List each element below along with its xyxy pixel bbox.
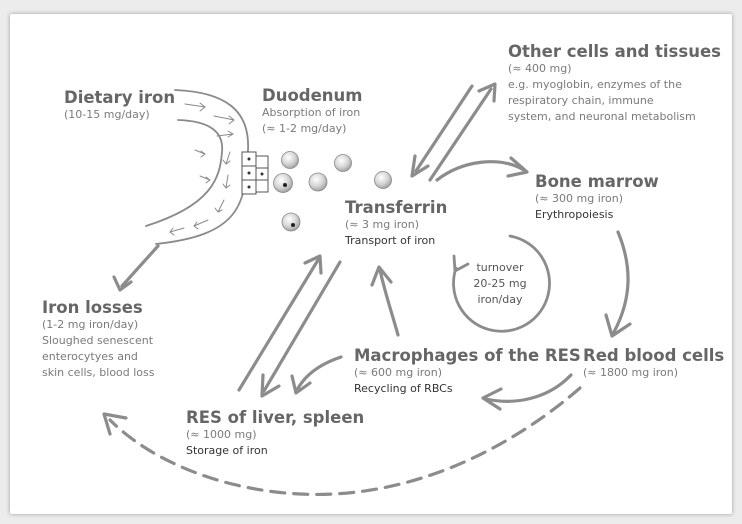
turnover-label: turnover 20-25 mg iron/day (470, 260, 530, 308)
other-cells-title: Other cells and tissues (508, 42, 721, 61)
arrow-transferrin-to-bone-marrow (437, 162, 524, 180)
transferrin-ball (282, 152, 299, 169)
flow-arrow (223, 152, 230, 164)
rbc-amount: (≈ 1800 mg iron) (583, 365, 724, 381)
iron-dot (283, 183, 287, 187)
bone-marrow-title: Bone marrow (535, 172, 659, 191)
iron-losses-desc-3: skin cells, blood loss (42, 365, 155, 381)
transferrin-ball (375, 172, 392, 189)
transferrin-ball (309, 173, 327, 191)
node-red-blood-cells: Red blood cells (≈ 1800 mg iron) (583, 346, 724, 381)
enterocyte-cells (242, 152, 268, 194)
other-cells-desc-2: respiratory chain, immune (508, 93, 721, 109)
node-other-cells: Other cells and tissues (≈ 400 mg) e.g. … (508, 42, 721, 125)
transferrin-title: Transferrin (345, 198, 447, 217)
enterocyte (256, 156, 268, 168)
duodenum-title: Duodenum (262, 86, 362, 105)
flow-arrow (194, 220, 208, 229)
arrow-macrophages-to-res-liver (297, 357, 341, 390)
node-duodenum: Duodenum Absorption of iron (≈ 1-2 mg/da… (262, 86, 362, 137)
arrow-intestine-to-losses (122, 246, 158, 286)
other-cells-desc-1: e.g. myoglobin, enzymes of the (508, 77, 721, 93)
bone-marrow-amount: (≈ 300 mg iron) (535, 191, 659, 207)
node-macrophages: Macrophages of the RES (≈ 600 mg iron) R… (354, 346, 581, 397)
dietary-iron-amount: (10-15 mg/day) (64, 107, 175, 123)
other-cells-amount: (≈ 400 mg) (508, 61, 721, 77)
flow-arrows (104, 84, 630, 494)
res-liver-title: RES of liver, spleen (186, 408, 364, 427)
arrow-transferrin-to-res (264, 262, 340, 391)
arrow-bone-marrow-to-rbc (614, 232, 628, 332)
turnover-line-1: turnover (470, 260, 530, 276)
other-cells-desc-3: system, and neuronal metabolism (508, 109, 721, 125)
transferrin-ball (282, 213, 300, 231)
arrow-res-to-transferrin (239, 260, 318, 390)
nucleus (248, 186, 251, 189)
transferrin-ball (335, 155, 352, 172)
duodenum-function: Absorption of iron (262, 105, 362, 121)
transferrin-ball (274, 174, 293, 193)
enterocyte (256, 180, 268, 192)
flow-arrow (217, 131, 233, 137)
rbc-title: Red blood cells (583, 346, 724, 365)
dietary-iron-title: Dietary iron (64, 88, 175, 107)
node-res-liver-spleen: RES of liver, spleen (≈ 1000 mg) Storage… (186, 408, 364, 459)
macrophages-function: Recycling of RBCs (354, 381, 581, 397)
macrophages-amount: (≈ 600 mg iron) (354, 365, 581, 381)
node-bone-marrow: Bone marrow (≈ 300 mg iron) Erythropoies… (535, 172, 659, 223)
iron-dot (291, 223, 295, 227)
flow-arrow (215, 200, 224, 212)
flow-arrow (195, 150, 205, 157)
duodenum-amount: (≈ 1-2 mg/day) (262, 121, 362, 137)
transferrin-function: Transport of iron (345, 233, 447, 249)
intestine-inner-wall (146, 120, 222, 226)
flow-arrow (185, 103, 205, 111)
node-iron-losses: Iron losses (1-2 mg iron/day) Sloughed s… (42, 298, 155, 381)
res-liver-function: Storage of iron (186, 443, 364, 459)
iron-losses-desc-2: enterocytyes and (42, 349, 155, 365)
flow-arrow (223, 175, 230, 188)
nucleus (248, 158, 251, 161)
res-liver-amount: (≈ 1000 mg) (186, 427, 364, 443)
transferrin-amount: (≈ 3 mg iron) (345, 217, 447, 233)
node-dietary-iron: Dietary iron (10-15 mg/day) (64, 88, 175, 123)
flow-arrow (214, 116, 234, 124)
turnover-line-2: 20-25 mg (470, 276, 530, 292)
iron-losses-amount: (1-2 mg iron/day) (42, 317, 155, 333)
bone-marrow-function: Erythropoiesis (535, 207, 659, 223)
iron-losses-desc-1: Sloughed senescent (42, 333, 155, 349)
flow-arrow (170, 228, 184, 235)
flow-arrow (200, 176, 210, 183)
turnover-line-3: iron/day (470, 292, 530, 308)
node-transferrin: Transferrin (≈ 3 mg iron) Transport of i… (345, 198, 447, 249)
iron-losses-title: Iron losses (42, 298, 155, 317)
macrophages-title: Macrophages of the RES (354, 346, 581, 365)
nucleus (261, 173, 264, 176)
nucleus (248, 172, 251, 175)
